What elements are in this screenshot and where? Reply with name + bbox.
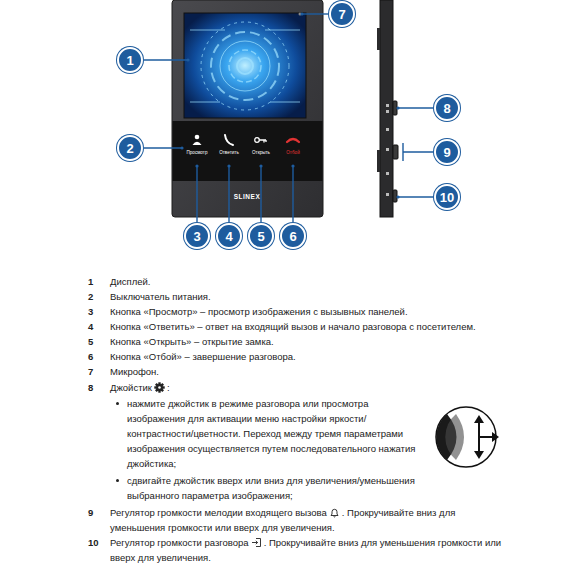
item-number: 1 [88, 274, 93, 289]
callout-number: 9 [434, 139, 460, 165]
button-caption: Просмотр [187, 151, 208, 156]
bullet-item: сдвигайте джойстик вверх или вниз для ув… [88, 473, 548, 503]
item-number: 3 [88, 304, 93, 319]
item-number: 8 [88, 380, 93, 395]
list-item: 6 Кнопка «Отбой» – завершение разговора. [88, 349, 548, 364]
list-item: 10 Регулятор громкости разговора. Прокруч… [88, 535, 548, 565]
item-text: сдвигайте джойстик вверх или вниз для ув… [127, 473, 445, 503]
callout-text: 6 [289, 230, 296, 243]
list-item: 3 Кнопка «Просмотр» – просмотр изображени… [88, 304, 548, 319]
item-number: 7 [88, 364, 93, 379]
callout-text: 10 [440, 191, 454, 204]
item-text: Кнопка «Открыть» – открытие замка. [110, 334, 550, 349]
list-item: 4 Кнопка «Ответить» – ответ на входящий в… [88, 319, 548, 334]
callout-number: 3 [184, 223, 210, 249]
description-text: Кнопка «Ответить» – ответ на входящий вы… [110, 321, 476, 332]
item-number: 5 [88, 334, 93, 349]
bell-icon [329, 507, 340, 518]
list-item: 7 Микрофон. [88, 364, 548, 379]
brand-logo: SLINEX [234, 194, 260, 201]
callout-number: 5 [248, 223, 274, 249]
item-text: Кнопка «Ответить» – ответ на входящий вы… [110, 319, 550, 334]
callout-text: 3 [193, 230, 200, 243]
description-text: Регулятор громкости разговора [110, 537, 249, 548]
item-text: Регулятор громкости разговора. Прокручив… [110, 535, 510, 565]
description-text: нажмите джойстик в режиме разговора или … [127, 398, 415, 469]
callout-text: 7 [338, 8, 345, 21]
item-text: Кнопка «Просмотр» – просмотр изображения… [110, 304, 550, 319]
item-text: нажмите джойстик в режиме разговора или … [127, 396, 427, 471]
button-caption: Открыть [252, 151, 270, 156]
callout-number: 4 [216, 223, 242, 249]
callout-text: 9 [443, 146, 450, 159]
item-number: 2 [88, 289, 93, 304]
callout-text: 4 [225, 230, 232, 243]
item-text: Джойстик: [110, 380, 550, 395]
bullet-dot [116, 479, 119, 482]
description-text: Микрофон. [110, 366, 159, 377]
item-text: Регулятор громкости мелодии входящего вы… [110, 505, 510, 535]
list-item: 8 Джойстик: [88, 380, 548, 395]
callout-number: 7 [329, 1, 355, 27]
callout-text: 5 [257, 230, 264, 243]
callout-number: 1 [117, 47, 143, 73]
door-icon [251, 537, 262, 548]
callout-text: 2 [126, 142, 133, 155]
item-number: 4 [88, 319, 93, 334]
description-text: Кнопка «Просмотр» – просмотр изображения… [110, 306, 408, 317]
item-text: Выключатель питания. [110, 289, 550, 304]
bullet-item: нажмите джойстик в режиме разговора или … [88, 396, 548, 471]
description-text: Выключатель питания. [110, 291, 211, 302]
description-text: : [167, 382, 170, 393]
description-text: Дисплей. [110, 276, 150, 287]
item-text: Микрофон. [110, 364, 550, 379]
gear-icon [154, 382, 165, 393]
list-item: 5 Кнопка «Открыть» – открытие замка. [88, 334, 548, 349]
item-number: 6 [88, 349, 93, 364]
callout-text: 8 [443, 102, 450, 115]
list-item: 1 Дисплей. [88, 274, 548, 289]
callout-number: 8 [434, 95, 460, 121]
callout-number: 2 [117, 135, 143, 161]
list-item: 2 Выключатель питания. [88, 289, 548, 304]
description-text: Кнопка «Отбой» – завершение разговора. [110, 351, 296, 362]
button-caption: Ответить [219, 151, 239, 156]
bullet-dot [116, 402, 119, 405]
item-number: 10 [88, 535, 99, 550]
description-text: Кнопка «Открыть» – открытие замка. [110, 336, 274, 347]
callout-number: 6 [280, 223, 306, 249]
callout-number: 10 [434, 184, 460, 210]
description-text: сдвигайте джойстик вверх или вниз для ув… [127, 475, 415, 501]
item-text: Дисплей. [110, 274, 550, 289]
item-text: Кнопка «Отбой» – завершение разговора. [110, 349, 550, 364]
list-item: 9 Регулятор громкости мелодии входящего в… [88, 505, 548, 535]
callout-text: 1 [126, 54, 133, 67]
description-text: Регулятор громкости мелодии входящего вы… [110, 507, 327, 518]
button-caption: Отбой [286, 151, 299, 156]
description-text: Джойстик [110, 382, 152, 393]
item-number: 9 [88, 505, 93, 520]
